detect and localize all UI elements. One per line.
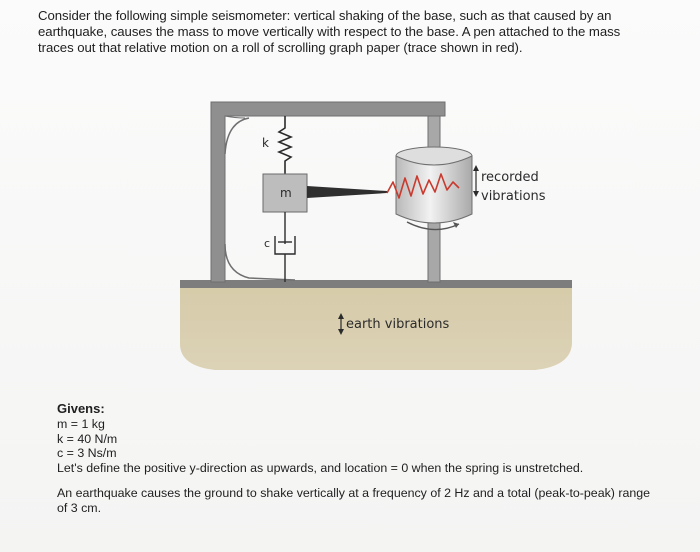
rotation-arrow <box>406 221 460 231</box>
pen-arm <box>307 186 387 198</box>
damper-label: c <box>264 237 270 250</box>
given-stiffness: k = 40 N/m <box>57 431 118 446</box>
drum-lower-post <box>427 221 441 283</box>
given-mass: m = 1 kg <box>57 416 105 431</box>
rotation-arrowhead <box>453 222 459 228</box>
earthquake-statement: An earthquake causes the ground to shake… <box>57 485 651 515</box>
recorded-arrow-up <box>473 165 479 171</box>
givens-section: Givens: m = 1 kg k = 40 N/m c = 3 Ns/m L… <box>57 401 657 516</box>
red-trace <box>386 173 460 199</box>
earth-label: earth vibrations <box>346 317 450 332</box>
frame-corner <box>224 115 246 119</box>
seismometer-figure: k m c recorded vibrations earth vibra <box>180 101 572 370</box>
frame-upper-curve <box>224 117 250 155</box>
recorded-arrow-down <box>473 191 479 197</box>
given-damping: c = 3 Ns/m <box>57 446 117 461</box>
earth-arrow-up <box>338 313 344 319</box>
ground-body <box>180 284 572 370</box>
recorded-label-line2: vibrations <box>481 189 546 204</box>
earth-arrow-down <box>338 329 344 335</box>
mass-label: m <box>280 186 292 200</box>
mass-block <box>262 173 308 213</box>
frame-lower-curve <box>224 243 296 281</box>
ground-surface <box>180 280 572 288</box>
spring-label: k <box>262 136 269 150</box>
givens-heading: Givens: <box>57 401 105 416</box>
recorded-label-line1: recorded <box>481 170 539 185</box>
sign-convention: Let's define the positive y-direction as… <box>57 461 584 476</box>
spring <box>276 116 294 174</box>
problem-intro: Consider the following simple seismomete… <box>38 8 621 55</box>
